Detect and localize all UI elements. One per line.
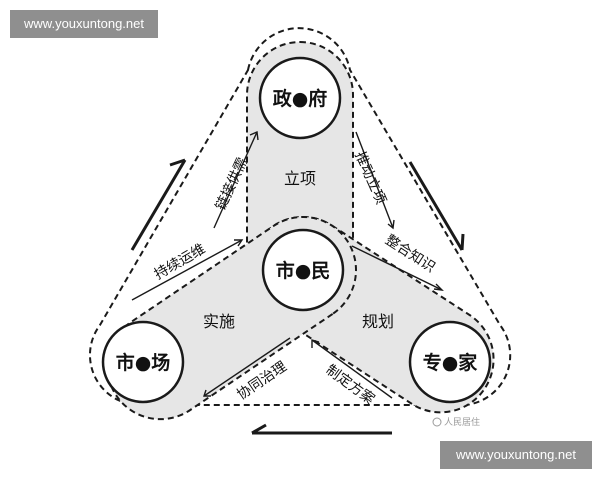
outer-arrowhead-right bbox=[460, 233, 465, 251]
area-implementation: 实施 bbox=[203, 312, 235, 331]
arrow-integrate-knowledge bbox=[351, 245, 443, 291]
arrow-promote-approval bbox=[355, 131, 394, 229]
label-market: 市●场 bbox=[116, 351, 171, 374]
arrowhead-promote-approval bbox=[387, 219, 395, 230]
node-experts bbox=[408, 320, 492, 404]
label-government: 政●府 bbox=[273, 87, 328, 110]
arrowhead-collaborative-governance bbox=[203, 389, 211, 397]
outer-arrowhead-left bbox=[169, 158, 186, 167]
arrowhead-formulate-plan bbox=[311, 339, 320, 348]
area-planning: 规划 bbox=[362, 312, 394, 331]
watermark-bottom: www.youxuntong.net bbox=[440, 441, 592, 469]
outer-arrowhead-bottom bbox=[251, 423, 267, 435]
outer-arrow-right bbox=[408, 161, 464, 251]
node-government bbox=[258, 56, 342, 140]
credit-icon bbox=[432, 417, 442, 427]
label-citizens: 市●民 bbox=[276, 259, 331, 282]
arrow-sustain-operation bbox=[131, 239, 243, 301]
arrow-collaborative-governance bbox=[203, 337, 291, 397]
node-market bbox=[101, 320, 185, 404]
arrowhead-link-supply-demand bbox=[249, 130, 259, 141]
label-experts: 专●家 bbox=[423, 351, 479, 374]
credit-label: 人民居住 bbox=[444, 416, 480, 428]
outer-arrow-left bbox=[130, 159, 187, 251]
node-citizens bbox=[261, 228, 345, 312]
arrow-formulate-plan bbox=[311, 339, 393, 399]
arrowhead-sustain-operation bbox=[234, 239, 244, 247]
arrow-link-supply-demand bbox=[213, 131, 258, 229]
watermark-top: www.youxuntong.net bbox=[10, 10, 158, 38]
arrowhead-integrate-knowledge bbox=[433, 283, 444, 291]
area-project-approval: 立项 bbox=[284, 169, 316, 188]
